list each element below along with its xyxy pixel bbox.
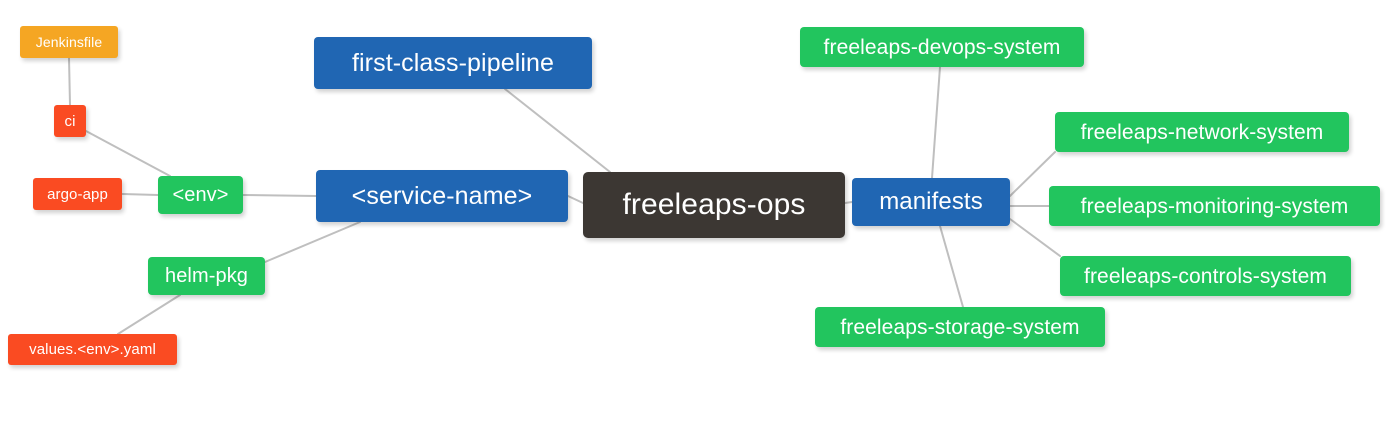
edge-manifests-to-network-system [1009, 151, 1056, 197]
node-ci[interactable]: ci [54, 105, 86, 137]
node-label: <env> [172, 184, 229, 206]
edge-env-to-service-name [242, 194, 317, 197]
node-network-system[interactable]: freeleaps-network-system [1055, 112, 1349, 152]
node-values-yaml[interactable]: values.<env>.yaml [8, 334, 177, 365]
node-controls-system[interactable]: freeleaps-controls-system [1060, 256, 1351, 296]
node-monitoring-system[interactable]: freeleaps-monitoring-system [1049, 186, 1380, 226]
node-root[interactable]: freeleaps-ops [583, 172, 845, 238]
node-label: manifests [879, 188, 983, 215]
node-label: ci [64, 112, 76, 130]
edge-manifests-to-storage-system [939, 225, 964, 308]
edge-root-to-manifests [844, 201, 853, 204]
node-label: freeleaps-storage-system [840, 315, 1080, 339]
edge-manifests-to-controls-system [1009, 218, 1061, 257]
node-label: freeleaps-controls-system [1084, 264, 1327, 288]
node-label: first-class-pipeline [351, 48, 555, 77]
node-service-name[interactable]: <service-name> [316, 170, 568, 222]
node-devops-system[interactable]: freeleaps-devops-system [800, 27, 1084, 67]
edge-values-yaml-to-helm-pkg [117, 294, 181, 335]
edge-ci-to-env [85, 130, 171, 177]
node-label: freeleaps-devops-system [823, 35, 1061, 59]
node-label: values.<env>.yaml [29, 341, 156, 358]
node-jenkinsfile[interactable]: Jenkinsfile [20, 26, 118, 58]
edge-service-name-to-root [567, 195, 584, 204]
edge-first-class-pipeline-to-root [504, 88, 611, 173]
node-label: <service-name> [351, 181, 533, 210]
edge-argo-app-to-env [121, 193, 159, 196]
node-label: Jenkinsfile [35, 34, 103, 50]
node-manifests[interactable]: manifests [852, 178, 1010, 226]
node-first-class-pipeline[interactable]: first-class-pipeline [314, 37, 592, 89]
edge-manifests-to-devops-system [931, 66, 941, 179]
node-label: helm-pkg [164, 265, 249, 287]
node-label: freeleaps-network-system [1080, 120, 1324, 144]
node-helm-pkg[interactable]: helm-pkg [148, 257, 265, 295]
node-label: argo-app [47, 185, 108, 203]
node-storage-system[interactable]: freeleaps-storage-system [815, 307, 1105, 347]
node-label: freeleaps-monitoring-system [1080, 194, 1349, 218]
node-env[interactable]: <env> [158, 176, 243, 214]
edge-helm-pkg-to-service-name [264, 221, 361, 263]
edge-jenkinsfile-to-ci [68, 57, 71, 106]
node-label: freeleaps-ops [622, 188, 806, 221]
node-argo-app[interactable]: argo-app [33, 178, 122, 210]
